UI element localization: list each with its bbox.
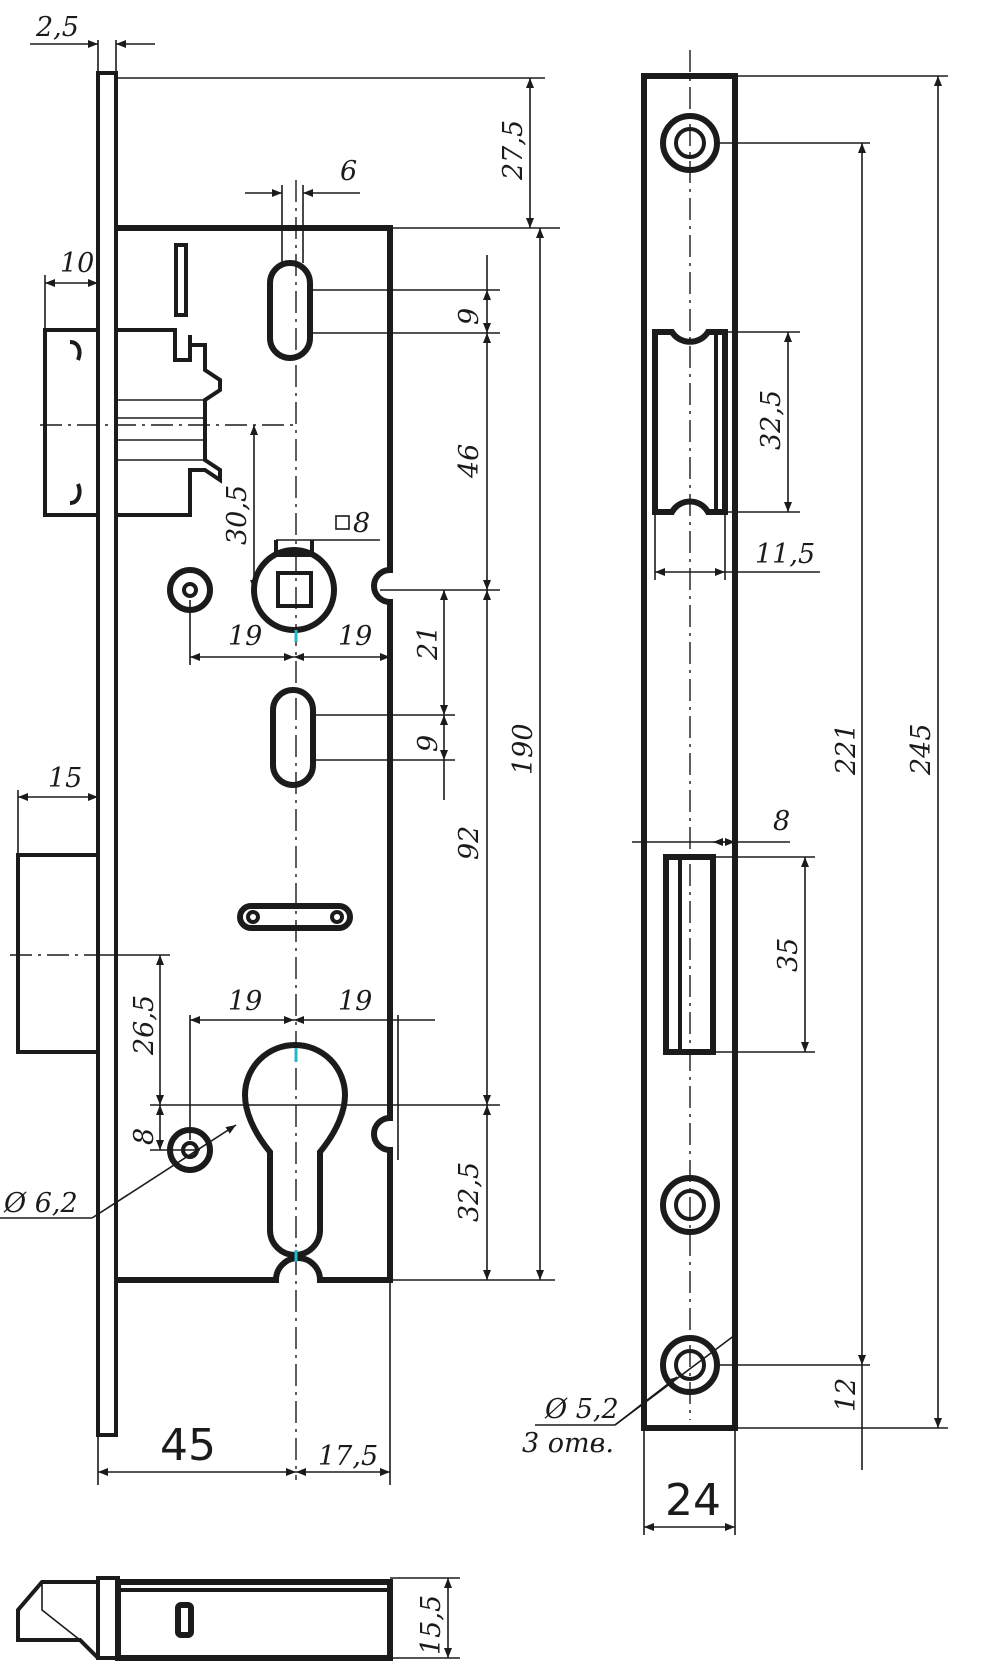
dim-follower-to-cylinder: 92 (454, 826, 485, 860)
top-slot (267, 260, 313, 361)
faceplate-outline (641, 73, 738, 1431)
dim-bottom-hole: 12 (831, 1378, 862, 1412)
dim-bolt-opening: 35 (773, 938, 804, 972)
dim-cylinder-right: 19 (338, 986, 372, 1017)
dim-case-height: 190 (508, 723, 539, 775)
dim-bottom-depth: 15,5 (416, 1595, 447, 1655)
follower (251, 540, 337, 633)
dim-faceplate-width: 24 (665, 1475, 721, 1526)
dim-follower-right: 19 (338, 621, 372, 652)
bottom-case (115, 1579, 393, 1661)
bolt-opening (663, 854, 716, 1055)
dim-hole-spacing: 221 (831, 723, 862, 776)
dim-slot-height-mid: 9 (413, 735, 444, 752)
faceplate-view: 32,5 11,5 8 35 221 245 12 Ø 5,2 (522, 50, 948, 1535)
dim-cylinder-left: 19 (228, 986, 262, 1017)
dim-overall-length: 245 (906, 723, 937, 776)
dim-cylinder-to-edge: 17,5 (318, 1441, 378, 1472)
dim-top-offset: 27,5 (498, 120, 529, 181)
mortise-lock-view: 2,5 27,5 6 10 9 46 30,5 8 (0, 12, 560, 1485)
dim-screw-diameter: Ø 6,2 (3, 1188, 78, 1219)
dim-bolt-opening-offset: 8 (773, 806, 790, 837)
dim-backset: 45 (160, 1420, 216, 1471)
dim-latch-to-follower: 46 (454, 444, 485, 479)
cylinder-cutout (241, 1042, 349, 1258)
latch-bolt (43, 243, 222, 517)
dim-latch-opening-width: 11,5 (755, 539, 815, 570)
middle-slot (270, 687, 316, 788)
dim-faceplate-thickness: 2,5 (35, 12, 79, 43)
dim-follower-left: 19 (228, 621, 262, 652)
dim-hole-count: 3 отв. (522, 1428, 614, 1459)
dim-latch-opening: 32,5 (756, 390, 787, 450)
dim-follower-offset: 30,5 (222, 485, 253, 545)
dim-bolt-to-cylinder: 26,5 (129, 995, 160, 1056)
dim-hole-diameter: Ø 5,2 (544, 1394, 619, 1425)
faceplate-hole-middle (660, 1175, 720, 1235)
bottom-latch (16, 1580, 100, 1660)
dim-latch-projection: 10 (60, 248, 94, 279)
dim-bolt-projection: 15 (48, 763, 82, 794)
horizontal-slot (237, 903, 353, 931)
dead-bolt (16, 853, 98, 1054)
bottom-view: 15,5 (16, 1576, 460, 1661)
dim-slot-width: 6 (340, 156, 357, 187)
dim-screw-offset: 8 (129, 1128, 160, 1145)
dim-cylinder-to-bottom: 32,5 (454, 1162, 485, 1222)
mortise-faceplate (96, 71, 118, 1437)
dim-follower-square: 8 (353, 508, 370, 539)
dim-follower-to-slot: 21 (413, 626, 444, 661)
dim-slot-height-top: 9 (454, 308, 485, 325)
